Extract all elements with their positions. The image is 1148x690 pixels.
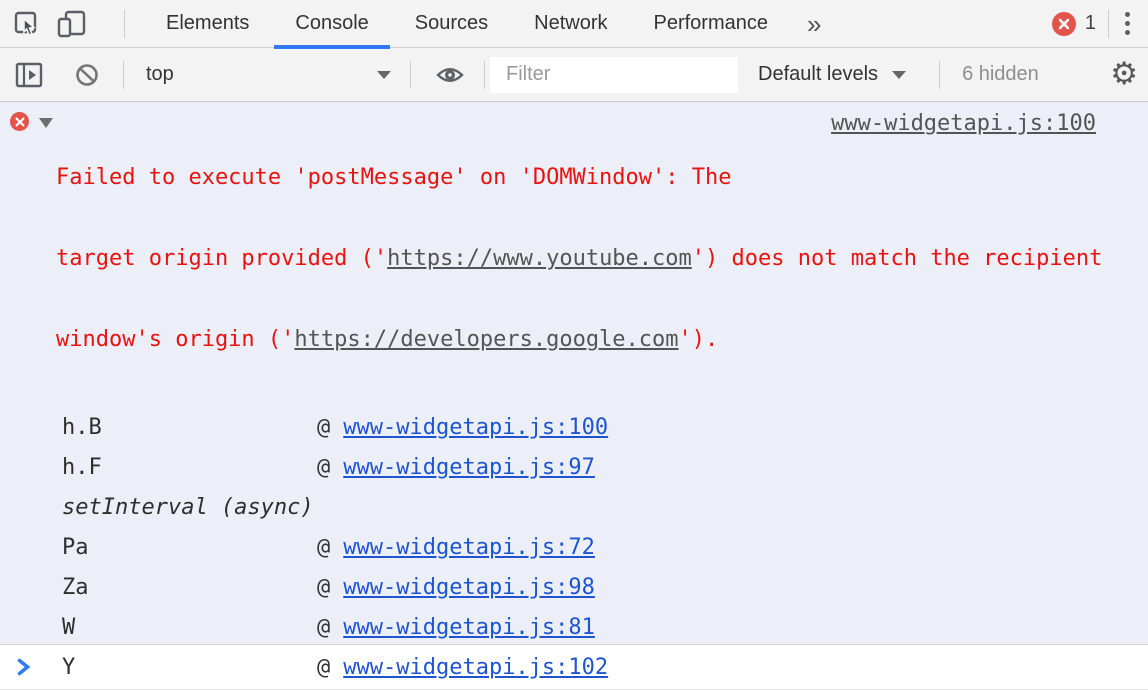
filter-input[interactable] bbox=[490, 56, 738, 93]
context-selector-label: top bbox=[146, 63, 174, 85]
error-count-label: 1 bbox=[1084, 12, 1096, 34]
stack-function-name: h.F bbox=[62, 454, 102, 480]
stack-function-name: Pa bbox=[62, 534, 89, 560]
stack-source-link[interactable]: www-widgetapi.js:81 bbox=[343, 614, 595, 640]
stack-source-link[interactable]: www-widgetapi.js:97 bbox=[343, 454, 595, 480]
console-messages: www-widgetapi.js:100 Failed to execute '… bbox=[0, 102, 1148, 690]
context-selector[interactable]: top bbox=[124, 48, 401, 102]
at-symbol: @ bbox=[317, 414, 331, 440]
error-line-1: Failed to execute 'postMessage' on 'DOMW… bbox=[56, 165, 732, 190]
at-symbol: @ bbox=[317, 454, 331, 480]
collapse-triangle-icon[interactable] bbox=[39, 118, 53, 128]
stack-source-link[interactable]: www-widgetapi.js:102 bbox=[343, 654, 609, 680]
at-symbol: @ bbox=[317, 534, 331, 560]
stack-location: @ www-widgetapi.js:97 bbox=[317, 455, 595, 480]
stack-location: @ www-widgetapi.js:81 bbox=[317, 615, 595, 640]
stack-frame-row: Pa @ www-widgetapi.js:72 bbox=[0, 527, 1148, 567]
tab-console[interactable]: Console bbox=[272, 0, 391, 49]
error-message-text: Failed to execute 'postMessage' on 'DOMW… bbox=[56, 110, 1148, 407]
separator bbox=[123, 60, 124, 89]
device-toolbar-icon[interactable] bbox=[56, 9, 88, 39]
stack-function-name: h.B bbox=[62, 414, 102, 440]
separator bbox=[1108, 9, 1109, 38]
kebab-menu-icon[interactable] bbox=[1119, 6, 1136, 41]
at-symbol: @ bbox=[317, 574, 331, 600]
tab-sources[interactable]: Sources bbox=[392, 0, 511, 48]
more-tabs-button[interactable]: » bbox=[791, 0, 837, 48]
stack-location: @ www-widgetapi.js:72 bbox=[317, 535, 595, 560]
settings-gear-icon[interactable]: ⚙ bbox=[1110, 56, 1138, 92]
stack-function-name: Za bbox=[62, 574, 89, 600]
chevron-down-icon bbox=[892, 70, 907, 79]
separator bbox=[410, 60, 411, 89]
url-link[interactable]: https://www.youtube.com bbox=[387, 246, 692, 271]
stack-location: @ www-widgetapi.js:100 bbox=[317, 415, 608, 440]
stack-frame-row: Za @ www-widgetapi.js:98 bbox=[0, 567, 1148, 607]
error-source-link[interactable]: www-widgetapi.js:100 bbox=[831, 111, 1096, 136]
stack-source-link[interactable]: www-widgetapi.js:98 bbox=[343, 574, 595, 600]
at-symbol: @ bbox=[317, 614, 331, 640]
stack-location: @ www-widgetapi.js:102 bbox=[317, 655, 608, 680]
log-levels-label: Default levels bbox=[758, 63, 879, 85]
stack-function-name: W bbox=[62, 614, 76, 640]
log-levels-selector[interactable]: Default levels bbox=[758, 63, 907, 86]
inspect-element-icon[interactable] bbox=[12, 9, 42, 39]
stack-source-link[interactable]: www-widgetapi.js:72 bbox=[343, 534, 595, 560]
console-error-message: www-widgetapi.js:100 Failed to execute '… bbox=[0, 102, 1148, 680]
tab-network[interactable]: Network bbox=[511, 0, 630, 48]
stack-function-name: setInterval (async) bbox=[62, 494, 314, 520]
url-link[interactable]: https://developers.google.com bbox=[294, 327, 679, 352]
console-toolbar: top Default levels 6 hidden ⚙ bbox=[0, 48, 1148, 102]
stack-location: @ www-widgetapi.js:98 bbox=[317, 575, 595, 600]
stack-source-link[interactable]: www-widgetapi.js:100 bbox=[343, 414, 609, 440]
stack-frame-row: Y @ www-widgetapi.js:102 bbox=[0, 647, 1148, 687]
error-counter[interactable]: 1 bbox=[1051, 11, 1096, 36]
stack-frame-row: setInterval (async) bbox=[0, 487, 1148, 527]
tab-elements[interactable]: Elements bbox=[143, 0, 272, 48]
at-symbol: @ bbox=[317, 654, 331, 680]
console-prompt-icon bbox=[17, 658, 31, 676]
stack-trace: h.B @ www-widgetapi.js:100 h.F @ www-wid… bbox=[0, 407, 1148, 690]
hidden-messages-count: 6 hidden bbox=[962, 63, 1039, 85]
error-line-3: window's origin ('https://developers.goo… bbox=[56, 327, 719, 352]
error-icon bbox=[10, 112, 29, 131]
console-sidebar-toggle-icon[interactable] bbox=[14, 61, 44, 89]
eye-icon[interactable] bbox=[434, 61, 466, 89]
error-line-2: target origin provided ('https://www.you… bbox=[56, 246, 1103, 271]
tab-performance[interactable]: Performance bbox=[631, 0, 792, 48]
stack-frame-row: W @ www-widgetapi.js:81 bbox=[0, 607, 1148, 647]
separator bbox=[939, 60, 941, 89]
stack-frame-row: h.F @ www-widgetapi.js:97 bbox=[0, 447, 1148, 487]
clear-console-icon[interactable] bbox=[74, 62, 100, 88]
stack-frame-row: h.B @ www-widgetapi.js:100 bbox=[0, 407, 1148, 447]
stack-function-name: Y bbox=[62, 654, 76, 680]
error-badge-icon bbox=[1051, 11, 1076, 36]
separator bbox=[124, 9, 125, 38]
console-prompt[interactable] bbox=[0, 645, 1148, 690]
chevron-down-icon bbox=[377, 70, 391, 79]
separator bbox=[484, 60, 485, 89]
